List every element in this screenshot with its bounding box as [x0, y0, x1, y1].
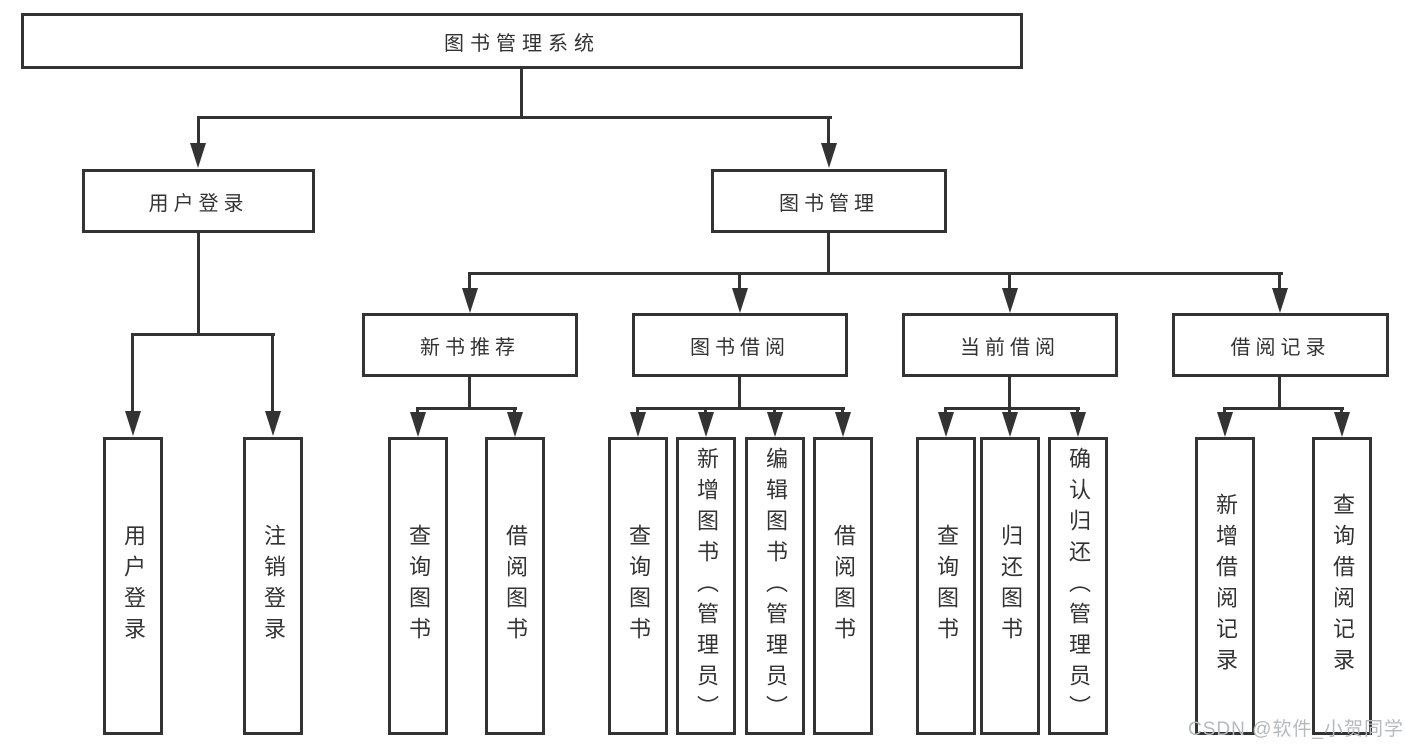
connector-vline — [636, 407, 639, 415]
leaf-confirm-return-admin-label: 确认归还（管理员） — [1066, 446, 1091, 726]
leaf-recommend-borrow-books-label: 借阅图书 — [503, 524, 528, 648]
leaf-add-borrow-record-label: 新增借阅记录 — [1213, 493, 1238, 679]
arrow-down-icon — [835, 412, 851, 437]
leaf-current-query-books-label: 查询图书 — [934, 524, 959, 648]
connector-vline — [468, 377, 471, 410]
leaf-user-login: 用户登录 — [103, 437, 163, 735]
connector-vline — [773, 407, 776, 415]
node-borrow-records: 借阅记录 — [1172, 313, 1389, 377]
arrow-down-icon — [1272, 288, 1288, 313]
leaf-confirm-return-admin: 确认归还（管理员） — [1048, 437, 1108, 735]
arrow-down-icon — [1070, 412, 1086, 437]
leaf-logout-label: 注销登录 — [261, 524, 286, 648]
arrow-down-icon — [698, 412, 714, 437]
connector-vline — [197, 233, 200, 336]
connector-vline — [944, 407, 947, 415]
leaf-add-book-admin-label: 新增图书（管理员） — [694, 446, 719, 726]
leaf-recommend-query-books: 查询图书 — [388, 437, 448, 735]
leaf-query-borrow-record: 查询借阅记录 — [1312, 437, 1372, 735]
arrow-down-icon — [507, 412, 523, 437]
connector-vline — [1278, 272, 1281, 292]
leaf-user-login-label: 用户登录 — [121, 524, 146, 648]
connector-vline — [520, 69, 523, 119]
connector-hline — [468, 272, 1283, 275]
arrow-down-icon — [1217, 412, 1233, 437]
arrow-down-icon — [732, 288, 748, 313]
connector-vline — [1008, 377, 1011, 410]
connector-vline — [197, 116, 200, 146]
node-root: 图书管理系统 — [21, 13, 1023, 69]
leaf-return-book: 归还图书 — [980, 437, 1040, 735]
leaf-borrow-query-books-label: 查询图书 — [626, 524, 651, 648]
node-book-management: 图书管理 — [711, 169, 947, 233]
node-new-book-recommend-label: 新书推荐 — [420, 336, 520, 359]
connector-vline — [738, 377, 741, 410]
leaf-borrow-books-label: 借阅图书 — [831, 524, 856, 648]
connector-hline — [131, 333, 275, 336]
arrow-down-icon — [767, 412, 783, 437]
connector-hline — [416, 407, 517, 410]
leaf-edit-book-admin-label: 编辑图书（管理员） — [763, 446, 788, 726]
connector-vline — [271, 333, 274, 413]
watermark: CSDN @软件_小贺同学 — [1188, 719, 1404, 740]
arrow-down-icon — [190, 143, 206, 168]
node-book-borrow: 图书借阅 — [632, 313, 848, 377]
leaf-logout: 注销登录 — [243, 437, 303, 735]
connector-vline — [1340, 407, 1343, 415]
arrow-down-icon — [1334, 412, 1350, 437]
connector-hline — [1223, 407, 1344, 410]
connector-vline — [827, 233, 830, 275]
connector-vline — [738, 272, 741, 292]
node-new-book-recommend: 新书推荐 — [362, 313, 578, 377]
connector-vline — [827, 116, 830, 146]
leaf-return-book-label: 归还图书 — [998, 524, 1023, 648]
leaf-query-borrow-record-label: 查询借阅记录 — [1330, 493, 1355, 679]
node-user-login-label: 用户登录 — [148, 192, 249, 215]
leaf-add-borrow-record: 新增借阅记录 — [1195, 437, 1255, 735]
node-book-borrow-label: 图书借阅 — [690, 336, 790, 359]
connector-vline — [131, 333, 134, 413]
leaf-add-book-admin: 新增图书（管理员） — [676, 437, 736, 735]
leaf-borrow-books: 借阅图书 — [813, 437, 873, 735]
connector-vline — [468, 272, 471, 292]
leaf-current-query-books: 查询图书 — [916, 437, 976, 735]
connector-vline — [1278, 377, 1281, 410]
connector-hline — [197, 116, 832, 119]
connector-vline — [513, 407, 516, 415]
connector-vline — [1076, 407, 1079, 415]
arrow-down-icon — [410, 412, 426, 437]
arrow-down-icon — [1002, 412, 1018, 437]
leaf-edit-book-admin: 编辑图书（管理员） — [745, 437, 805, 735]
node-borrow-records-label: 借阅记录 — [1230, 336, 1331, 359]
connector-vline — [841, 407, 844, 415]
connector-vline — [1008, 407, 1011, 415]
node-user-login: 用户登录 — [82, 169, 315, 233]
arrow-down-icon — [821, 143, 837, 168]
connector-hline — [944, 407, 1080, 410]
connector-vline — [1223, 407, 1226, 415]
arrow-down-icon — [125, 411, 141, 436]
arrow-down-icon — [265, 411, 281, 436]
leaf-borrow-query-books: 查询图书 — [608, 437, 668, 735]
connector-vline — [704, 407, 707, 415]
node-root-label: 图书管理系统 — [444, 32, 600, 55]
connector-hline — [636, 407, 845, 410]
leaf-recommend-borrow-books: 借阅图书 — [485, 437, 545, 735]
arrow-down-icon — [1002, 288, 1018, 313]
leaf-recommend-query-books-label: 查询图书 — [406, 524, 431, 648]
arrow-down-icon — [462, 288, 478, 313]
node-current-borrow: 当前借阅 — [902, 313, 1118, 377]
arrow-down-icon — [630, 412, 646, 437]
connector-vline — [1008, 272, 1011, 292]
node-current-borrow-label: 当前借阅 — [960, 336, 1060, 359]
node-book-management-label: 图书管理 — [779, 192, 879, 215]
arrow-down-icon — [938, 412, 954, 437]
connector-vline — [416, 407, 419, 415]
